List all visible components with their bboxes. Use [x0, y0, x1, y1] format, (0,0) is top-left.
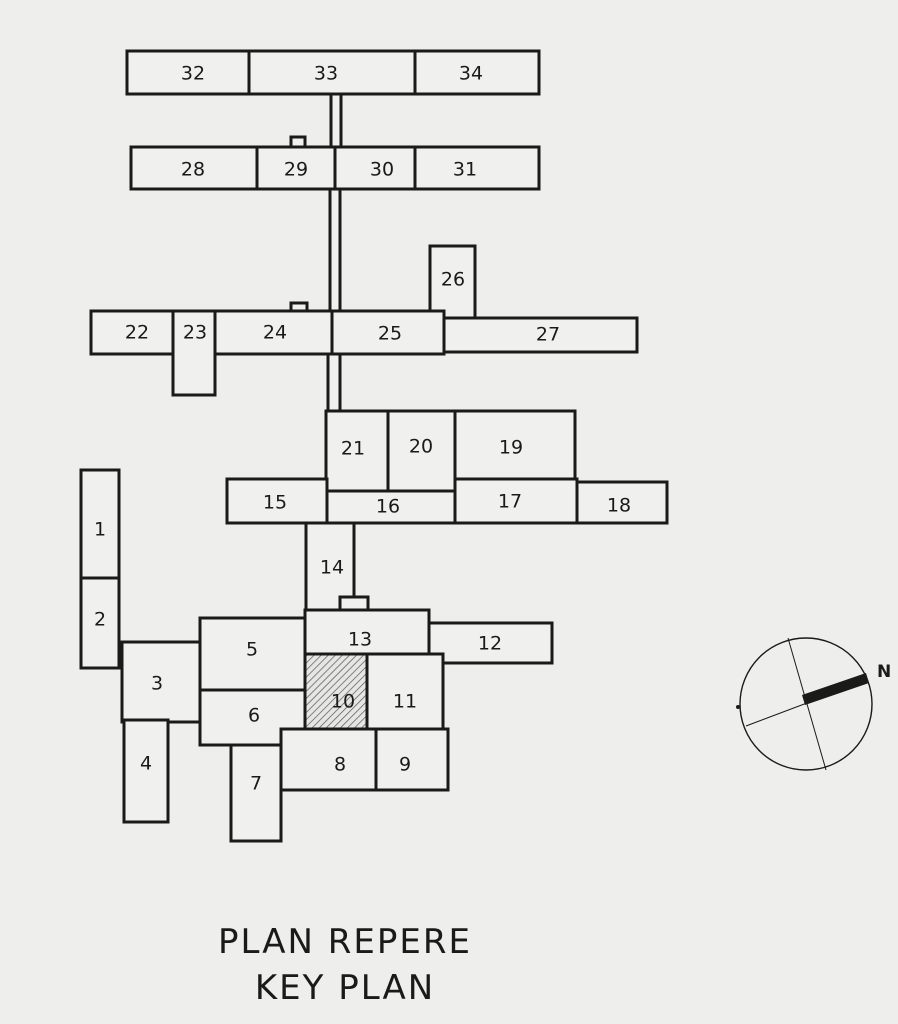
room-label-17: 17 [498, 491, 522, 513]
room-17 [453, 477, 579, 525]
room-label-7: 7 [250, 773, 262, 795]
caption-line-1: PLAN REPERE [218, 922, 472, 962]
room-label-11: 11 [393, 691, 417, 713]
room-label-27: 27 [536, 324, 560, 346]
room-label-19: 19 [499, 437, 523, 459]
room-label-31: 31 [453, 159, 477, 181]
room-label-10: 10 [331, 691, 355, 713]
compass-icon: N [736, 637, 891, 771]
corridor-24-21 [326, 350, 342, 414]
room-label-30: 30 [370, 159, 394, 181]
caption-line-2: KEY PLAN [254, 968, 436, 1008]
room-13 [303, 608, 431, 656]
room-1 [79, 468, 121, 580]
room-16 [325, 489, 457, 525]
room-29-annex [289, 135, 307, 149]
room-label-12: 12 [478, 633, 502, 655]
room-label-21: 21 [341, 438, 365, 460]
room-10 [303, 652, 369, 731]
room-33 [247, 49, 417, 96]
room-12 [427, 621, 554, 665]
room-22 [89, 309, 175, 356]
room-label-2: 2 [94, 609, 106, 631]
room-24-annex [289, 301, 309, 313]
room-label-8: 8 [334, 754, 346, 776]
room-13-annex [338, 595, 370, 612]
room-34 [413, 49, 541, 96]
room-label-24: 24 [263, 322, 287, 344]
room-label-1: 1 [94, 519, 106, 541]
compass-north-label: N [877, 662, 891, 682]
corridor-33-30 [329, 92, 343, 150]
room-24 [213, 309, 334, 356]
room-label-3: 3 [151, 673, 163, 695]
room-label-13: 13 [348, 629, 372, 651]
room-label-20: 20 [409, 436, 433, 458]
room-label-14: 14 [320, 557, 344, 579]
room-2 [79, 576, 121, 670]
corridor-29-25 [328, 186, 342, 314]
room-18 [575, 480, 669, 525]
room-label-6: 6 [248, 705, 260, 727]
room-label-26: 26 [441, 269, 465, 291]
room-32 [125, 49, 251, 96]
room-label-29: 29 [284, 159, 308, 181]
room-4 [122, 718, 170, 824]
room-label-5: 5 [246, 639, 258, 661]
room-9 [374, 727, 450, 792]
room-label-9: 9 [399, 754, 411, 776]
room-label-32: 32 [181, 63, 205, 85]
room-label-22: 22 [125, 322, 149, 344]
room-28 [129, 145, 259, 191]
room-20 [386, 409, 457, 493]
room-7 [229, 743, 283, 843]
room-27 [442, 316, 639, 354]
room-8 [279, 727, 378, 792]
room-label-4: 4 [140, 753, 152, 775]
room-label-15: 15 [263, 492, 287, 514]
room-label-23: 23 [183, 322, 207, 344]
room-25 [330, 309, 446, 356]
room-label-25: 25 [378, 323, 402, 345]
room-label-28: 28 [181, 159, 205, 181]
room-6 [198, 688, 307, 747]
room-label-34: 34 [459, 63, 483, 85]
room-labels: 1 2 3 4 5 6 7 8 9 10 11 12 13 14 15 16 1… [94, 63, 631, 795]
room-19 [453, 409, 577, 481]
room-31 [413, 145, 541, 191]
room-label-18: 18 [607, 495, 631, 517]
room-30 [333, 145, 417, 191]
room-label-33: 33 [314, 63, 338, 85]
room-label-16: 16 [376, 496, 400, 518]
